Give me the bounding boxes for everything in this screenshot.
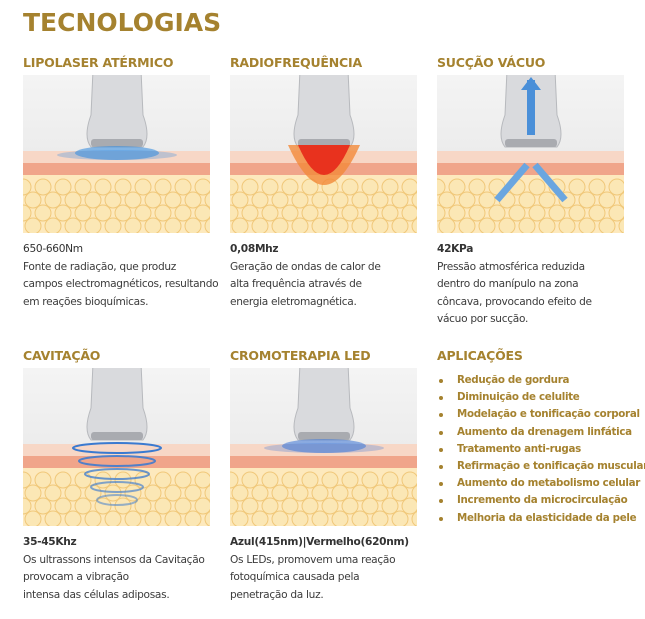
bullet-icon — [439, 430, 443, 435]
application-label: Aumento da drenagem linfática — [457, 425, 632, 438]
technology-spec: 35-45Khz — [23, 536, 77, 548]
application-item: Incremento da microcirculação — [437, 492, 642, 509]
application-label: Aumento do metabolismo celular — [457, 477, 641, 490]
description-line: intensa das células adiposas. — [23, 588, 170, 601]
technology-card: RADIOFREQUÊNCIA 0,08Mhz Geração de ondas… — [230, 55, 420, 311]
technology-card: SUCÇÃO VÁCUO 42KPa Pressão atmosférica r… — [437, 55, 627, 329]
led-illustration — [230, 368, 417, 526]
description-line: Geração de ondas de calor de — [230, 260, 381, 273]
technology-description: Azul(415nm)|Vermelho(620nm) Os LEDs, pro… — [230, 534, 420, 604]
description-line: Fonte de radiação, que produz — [23, 260, 177, 273]
technology-title: CROMOTERAPIA LED — [230, 348, 371, 363]
application-label: Redução de gordura — [457, 374, 570, 386]
description-line: Pressão atmosférica reduzida — [437, 260, 585, 273]
bullet-icon — [439, 379, 443, 383]
bullet-icon — [439, 413, 443, 418]
technology-spec: 42KPa — [437, 243, 474, 255]
technology-card: CROMOTERAPIA LED Azul(415nm)|Vermelho(62… — [230, 348, 420, 604]
description-line: energia eletromagnética. — [230, 295, 357, 308]
description-line: côncava, provocando efeito de — [437, 295, 592, 308]
cavitation-illustration — [23, 368, 210, 526]
application-item: Redução de gordura — [437, 372, 642, 389]
application-item: Aumento do metabolismo celular — [437, 475, 642, 492]
description-line: vácuo por sucção. — [437, 313, 529, 326]
application-label: Diminuição de celulite — [457, 391, 580, 404]
bullet-icon — [439, 465, 443, 470]
application-label: Incremento da microcirculação — [457, 494, 628, 507]
technology-title: LIPOLASER ATÉRMICO — [23, 55, 174, 70]
description-line: Os ultrassons intensos da Cavitação — [23, 553, 205, 566]
technology-card: CAVITAÇÃO 35-45Khz Os ultrassons intenso… — [23, 348, 213, 604]
application-label: Modelação e tonificação corporal — [457, 408, 640, 421]
technology-spec: 0,08Mhz — [230, 243, 279, 255]
application-item: Tratamento anti-rugas — [437, 441, 642, 458]
technology-spec: Azul(415nm)|Vermelho(620nm) — [230, 536, 409, 548]
bullet-icon — [439, 499, 443, 504]
bullet-icon — [439, 396, 443, 401]
technology-spec: 650-660Nm — [23, 243, 83, 255]
technology-description: 650-660Nm Fonte de radiação, que produz c… — [23, 241, 219, 311]
application-label: Refirmação e tonificação muscular — [457, 460, 645, 473]
application-item: Diminuição de celulite — [437, 389, 642, 406]
description-line: campos electromagnéticos, resultando — [23, 278, 219, 291]
application-label: Tratamento anti-rugas — [457, 442, 581, 455]
description-line: dentro do manípulo na zona — [437, 278, 579, 291]
description-line: fotoquímica causada pela — [230, 571, 360, 584]
technology-title: SUCÇÃO VÁCUO — [437, 55, 546, 70]
description-line: Os LEDs, promovem uma reação — [230, 553, 396, 566]
technology-title: RADIOFREQUÊNCIA — [230, 55, 362, 70]
description-line: provocam a vibração — [23, 571, 129, 584]
application-label: Melhoria da elasticidade da pele — [457, 511, 637, 524]
description-line: em reações bioquímicas. — [23, 295, 149, 308]
bullet-icon — [439, 447, 443, 452]
lipolaser-illustration — [23, 75, 210, 233]
applications-title: APLICAÇÕES — [437, 348, 523, 363]
application-item: Aumento da drenagem linfática — [437, 424, 642, 441]
bullet-icon — [439, 482, 443, 487]
radio-illustration — [230, 75, 417, 233]
application-item: Refirmação e tonificação muscular — [437, 458, 645, 475]
description-line: penetração da luz. — [230, 588, 324, 601]
vacuum-illustration — [437, 75, 624, 233]
technology-description: 0,08Mhz Geração de ondas de calor de alta… — [230, 241, 420, 311]
description-line: alta frequência através de — [230, 278, 362, 291]
bullet-icon — [439, 516, 443, 521]
application-item: Melhoria da elasticidade da pele — [437, 510, 642, 527]
application-item: Modelação e tonificação corporal — [437, 406, 642, 423]
technology-description: 35-45Khz Os ultrassons intensos da Cavit… — [23, 534, 213, 604]
technology-card: LIPOLASER ATÉRMICO 650-660Nm Fonte de ra… — [23, 55, 219, 311]
page-title: TECNOLOGIAS — [23, 8, 222, 37]
technology-description: 42KPa Pressão atmosférica reduzida dentro… — [437, 241, 627, 329]
technology-title: CAVITAÇÃO — [23, 348, 101, 363]
